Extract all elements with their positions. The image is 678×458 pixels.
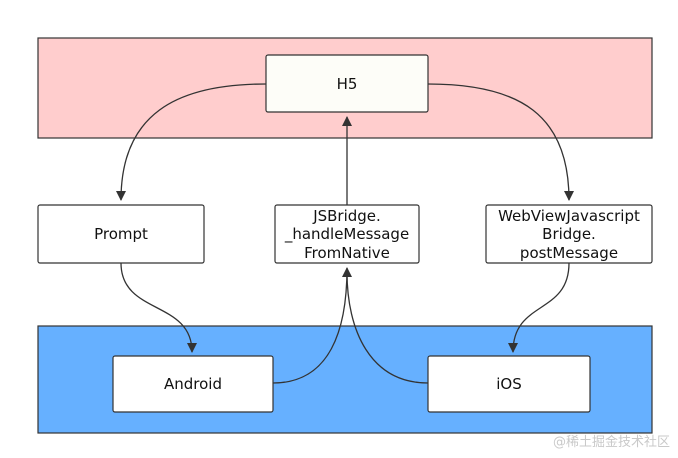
node-android-label: Android <box>164 375 222 393</box>
node-jsbridge-line-2: _handleMessage <box>284 225 409 244</box>
connector-ios-to-jsbridge <box>346 271 429 384</box>
arrow-h5-to-prompt <box>116 83 267 201</box>
node-h5: H5 <box>265 54 429 113</box>
node-prompt-label: Prompt <box>94 225 148 243</box>
node-webview-line-2: Bridge. <box>542 225 596 243</box>
arrow-webview-to-ios <box>508 262 570 353</box>
node-webview-line-3: postMessage <box>520 244 618 262</box>
node-jsbridge-line-1: JSBridge. <box>312 207 381 225</box>
node-android: Android <box>112 355 274 413</box>
node-ios-label: iOS <box>496 375 522 393</box>
arrow-h5-to-webview <box>427 83 574 201</box>
node-webview: WebViewJavascript Bridge. postMessage <box>485 204 653 264</box>
arrow-android-to-jsbridge <box>272 267 352 384</box>
node-h5-label: H5 <box>337 75 358 93</box>
node-jsbridge-line-3: FromNative <box>304 244 390 262</box>
node-webview-line-1: WebViewJavascript <box>498 207 640 225</box>
arrow-prompt-to-android <box>120 262 197 353</box>
node-ios: iOS <box>427 355 591 413</box>
node-prompt: Prompt <box>37 204 205 264</box>
node-jsbridge: JSBridge. _handleMessage FromNative <box>274 204 420 264</box>
watermark-text: @稀土掘金技术社区 <box>553 434 670 450</box>
